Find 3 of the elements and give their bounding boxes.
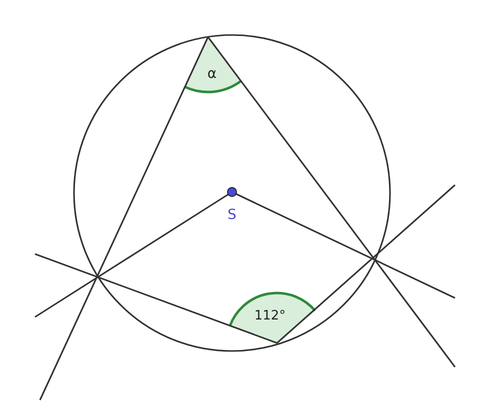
angle-label: α [207, 67, 217, 81]
angle-label: S [228, 208, 236, 222]
angle-label: 112° [254, 310, 286, 322]
